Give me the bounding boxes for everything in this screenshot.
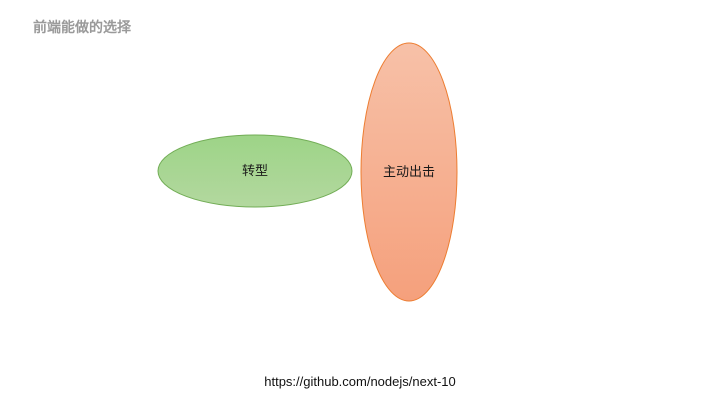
node-transform: 转型 [157, 134, 353, 208]
transform-ellipse [157, 134, 353, 208]
take-initiative-label: 主动出击 [383, 165, 435, 180]
node-take-initiative: 主动出击 [360, 42, 458, 302]
take-initiative-ellipse [360, 42, 458, 302]
footer-url-link[interactable]: https://github.com/nodejs/next-10 [264, 374, 456, 389]
transform-label: 转型 [242, 164, 268, 179]
slide-title: 前端能做的选择 [33, 20, 131, 36]
